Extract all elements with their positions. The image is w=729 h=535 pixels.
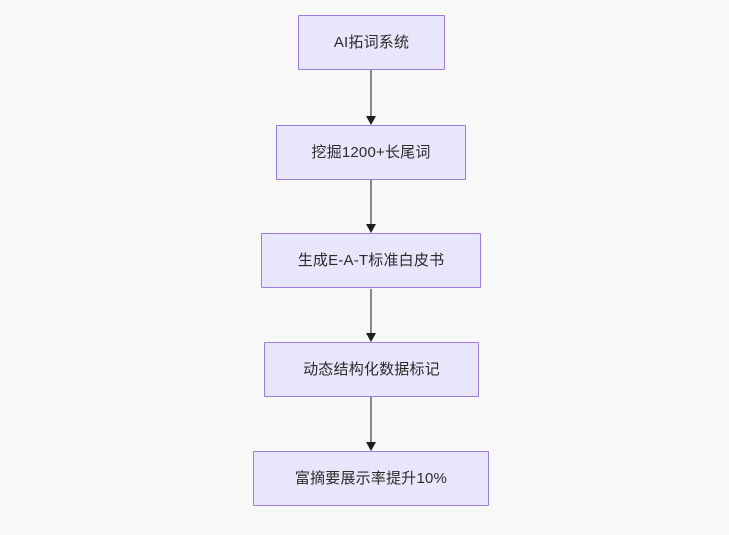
- arrow-head-icon: [366, 333, 376, 342]
- flow-node-dynamic-structured-data-markup[interactable]: 动态结构化数据标记: [264, 342, 479, 397]
- flow-node-label: 挖掘1200+长尾词: [311, 143, 431, 161]
- flow-node-label: 生成E-A-T标准白皮书: [297, 251, 445, 269]
- flow-node-ai-keyword-system[interactable]: AI拓词系统: [298, 15, 445, 70]
- flow-edge-line: [370, 289, 372, 334]
- flow-edge-line: [370, 397, 372, 443]
- flow-node-label: 富摘要展示率提升10%: [294, 469, 448, 487]
- flow-node-label: 动态结构化数据标记: [303, 360, 440, 378]
- arrow-head-icon: [366, 442, 376, 451]
- flow-edge-line: [370, 180, 372, 225]
- arrow-head-icon: [366, 116, 376, 125]
- arrow-head-icon: [366, 224, 376, 233]
- flow-edge-line: [370, 70, 372, 117]
- flow-node-generate-eat-whitepaper[interactable]: 生成E-A-T标准白皮书: [261, 233, 481, 288]
- flow-node-rich-snippet-impression-lift[interactable]: 富摘要展示率提升10%: [253, 451, 489, 506]
- flow-node-label: AI拓词系统: [333, 33, 410, 51]
- flow-node-mine-longtail-keywords[interactable]: 挖掘1200+长尾词: [276, 125, 466, 180]
